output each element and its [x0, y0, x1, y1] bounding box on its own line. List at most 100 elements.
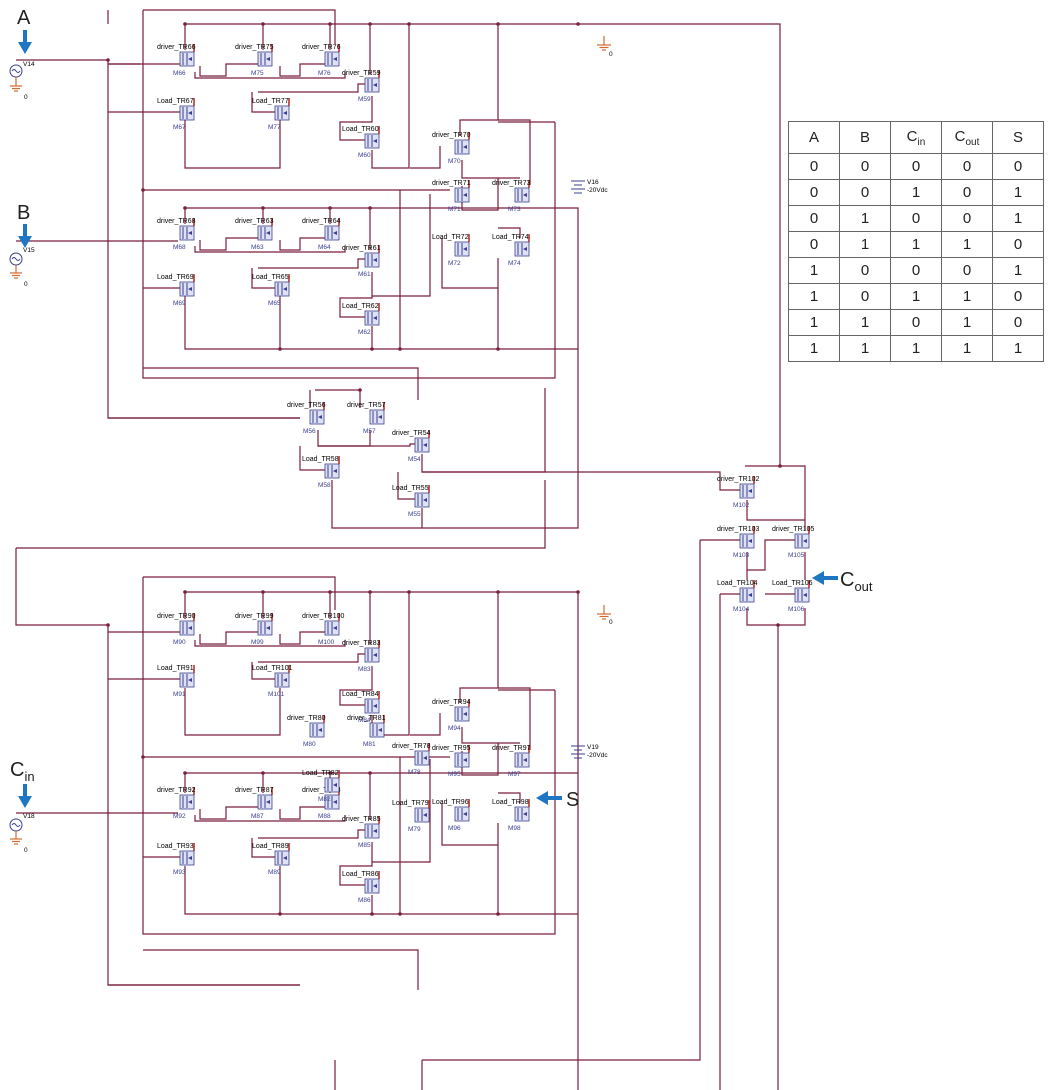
- junction-dot: [398, 912, 402, 916]
- transistor-label: driver_TR57: [347, 402, 386, 409]
- transistor-label: Load_TR69: [157, 274, 194, 281]
- ground-symbol-top: [597, 36, 611, 51]
- wire: [498, 687, 531, 750]
- wire: [299, 446, 325, 471]
- wire: [339, 842, 373, 886]
- transistor-label: Load_TR65: [252, 274, 289, 281]
- channel-arrow-icon: [266, 800, 270, 804]
- channel-arrow-icon: [188, 678, 192, 682]
- wire: [258, 829, 365, 839]
- transistor-label: driver_TR71: [432, 180, 471, 187]
- wire: [279, 237, 325, 251]
- transistor-id: M83: [358, 666, 371, 673]
- transistor-id: M99: [251, 639, 264, 646]
- transistor-id: M65: [268, 300, 281, 307]
- channel-arrow-icon: [188, 57, 192, 61]
- transistor-label: Load_TR58: [302, 456, 339, 463]
- channel-arrow-icon: [188, 287, 192, 291]
- truth-table-cell: 1: [788, 335, 840, 362]
- wire: [279, 63, 325, 77]
- channel-arrow-icon: [803, 539, 807, 543]
- truth-table-cell: 0: [839, 179, 891, 206]
- truth-table-cell: 0: [941, 205, 993, 232]
- transistor-id: M85: [358, 842, 371, 849]
- truth-table-cell: 1: [839, 231, 891, 258]
- channel-arrow-icon: [283, 287, 287, 291]
- transistor-label: driver_TR102: [717, 476, 760, 483]
- wires: [15, 9, 806, 1090]
- transistor-id: M58: [318, 482, 331, 489]
- channel-arrow-icon: [423, 443, 427, 447]
- transistor-label: Load_TR77: [252, 98, 289, 105]
- output-s-label: S: [566, 789, 579, 811]
- channel-arrow-icon: [188, 856, 192, 860]
- transistor-label: driver_TR54: [392, 430, 431, 437]
- transistor-id: M93: [173, 869, 186, 876]
- transistor-label: Load_TR104: [717, 580, 758, 587]
- truth-table-cell: 0: [788, 231, 840, 258]
- input-cin-arrow: [18, 784, 32, 808]
- transistor-label: driver_TR87: [235, 787, 274, 794]
- transistor-id: M67: [173, 124, 186, 131]
- transistor-id: M87: [251, 813, 264, 820]
- truth-table-cell: 1: [839, 205, 891, 232]
- wire: [318, 443, 415, 447]
- wire: [143, 576, 336, 610]
- transistor-id: M69: [173, 300, 186, 307]
- truth-table-cell: 1: [941, 309, 993, 336]
- truth-table-cell: 0: [941, 257, 993, 284]
- wire: [746, 539, 795, 571]
- junction-dot: [496, 347, 500, 351]
- junction-dot: [368, 22, 372, 26]
- transistor-label: Load_TR86: [342, 871, 379, 878]
- truth-table-cell: 1: [992, 179, 1044, 206]
- source-v14: [9, 64, 23, 92]
- wire: [143, 949, 419, 990]
- transistor-id: M100: [318, 639, 335, 646]
- transistor-id: M59: [358, 96, 371, 103]
- truth-table-header-cell: Cin: [890, 121, 942, 154]
- channel-arrow-icon: [748, 593, 752, 597]
- junction-dot: [261, 590, 265, 594]
- transistor-label: Load_TR98: [492, 799, 529, 806]
- transistor-label: driver_TR92: [157, 787, 196, 794]
- wire: [142, 10, 556, 379]
- v16-label: V16: [587, 179, 599, 186]
- transistors: driver_TR66M66driver_TR75M75driver_TR76M…: [157, 44, 815, 904]
- truth-table-header-cell: S: [992, 121, 1044, 154]
- wire: [372, 194, 431, 297]
- junction-dot: [106, 58, 110, 62]
- wire: [459, 592, 499, 703]
- truth-table-cell: 0: [788, 205, 840, 232]
- transistor-id: M92: [173, 813, 186, 820]
- transistor-label: Load_TR91: [157, 665, 194, 672]
- transistor-label: driver_TR68: [157, 218, 196, 225]
- channel-arrow-icon: [463, 758, 467, 762]
- input-cin-label: Cin: [10, 759, 35, 784]
- transistor-label: driver_TR59: [342, 70, 381, 77]
- channel-arrow-icon: [318, 728, 322, 732]
- transistor-label: driver_TR88: [302, 787, 341, 794]
- transistor-label: driver_TR73: [492, 180, 531, 187]
- wire: [251, 838, 275, 858]
- transistor-id: M72: [448, 260, 461, 267]
- v15-label: V15: [23, 247, 35, 254]
- wire: [16, 59, 300, 419]
- transistor-id: M89: [268, 869, 281, 876]
- channel-arrow-icon: [373, 704, 377, 708]
- transistor-id: M90: [173, 639, 186, 646]
- transistor-id: M62: [358, 329, 371, 336]
